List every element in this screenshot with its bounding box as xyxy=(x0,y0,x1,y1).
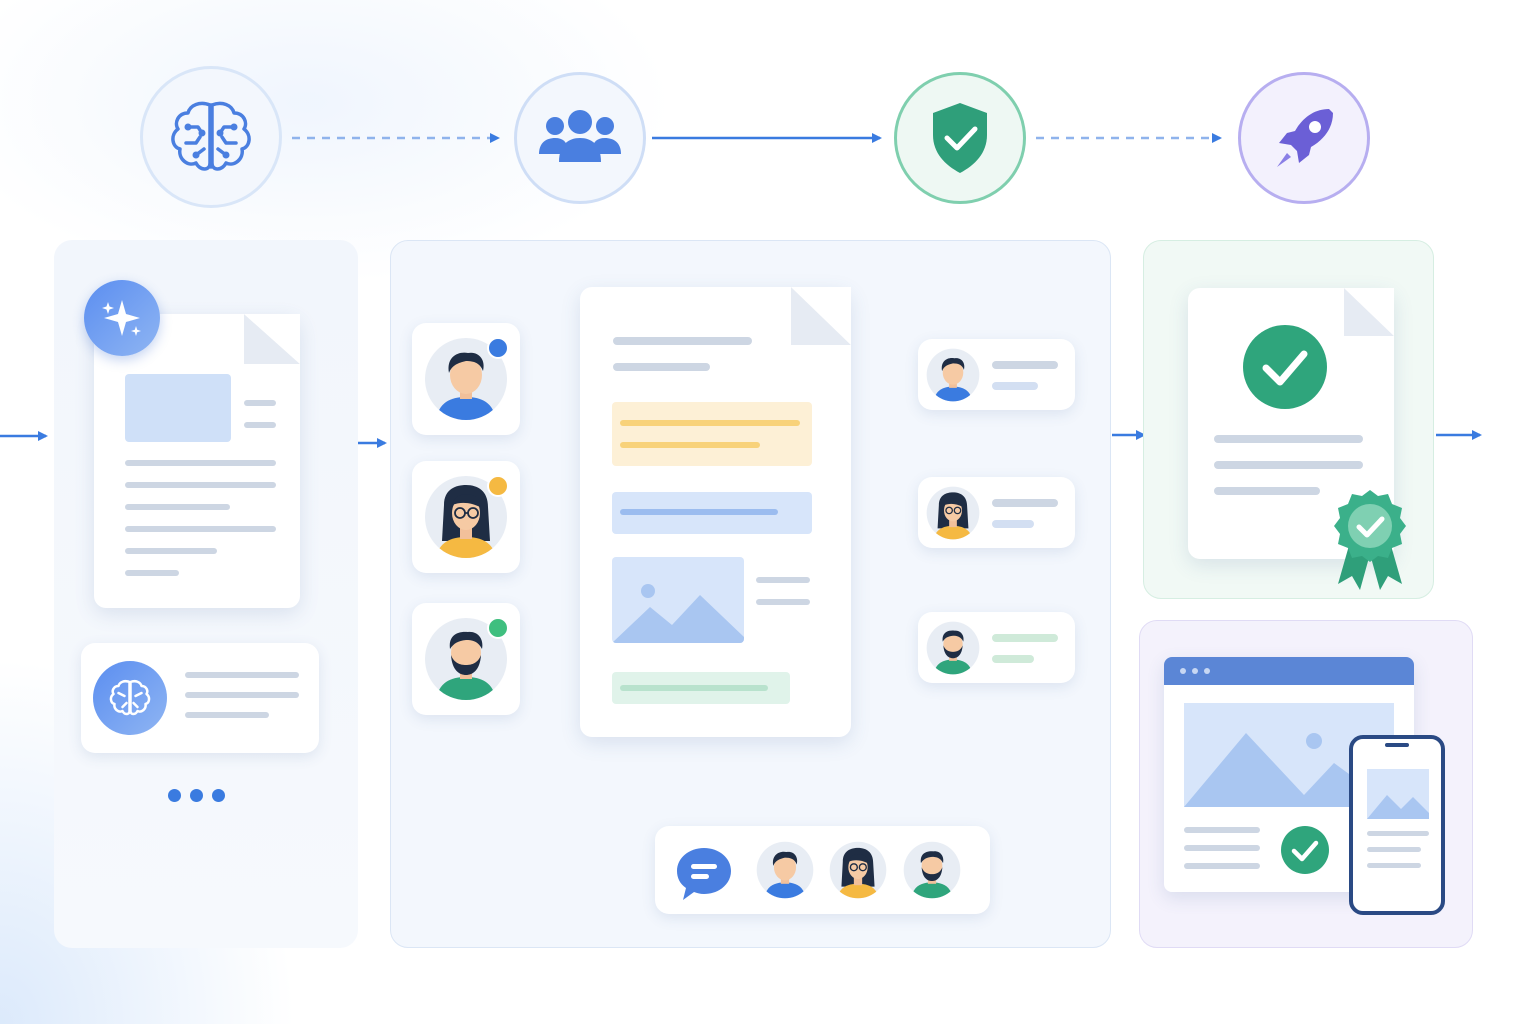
chat-bubble-icon xyxy=(677,848,731,900)
ai-brain-badge xyxy=(93,661,167,735)
text-line xyxy=(756,599,810,605)
window-dot xyxy=(1192,668,1198,674)
check-circle-icon xyxy=(1281,826,1329,874)
highlight-line xyxy=(620,442,760,448)
rocket-icon xyxy=(1277,109,1333,167)
text-line xyxy=(125,526,276,532)
text-line xyxy=(185,672,299,678)
avatar-bearded-man xyxy=(903,841,961,899)
discussion-bar[interactable] xyxy=(655,826,990,914)
text-line xyxy=(992,655,1034,663)
avatar-woman xyxy=(926,486,980,540)
pagination-dot[interactable] xyxy=(212,789,225,802)
text-line xyxy=(1184,827,1260,833)
text-line xyxy=(125,460,276,466)
stage-launch[interactable] xyxy=(1238,72,1370,204)
status-dot xyxy=(487,475,509,497)
text-line xyxy=(1367,831,1429,836)
landscape-icon xyxy=(1184,733,1394,807)
window-dot xyxy=(1204,668,1210,674)
browser-titlebar xyxy=(1164,657,1414,685)
avatar-man xyxy=(926,348,980,402)
highlight-green[interactable] xyxy=(612,672,790,704)
text-line xyxy=(613,337,752,345)
page-fold xyxy=(791,287,851,345)
text-line xyxy=(992,382,1038,390)
avatar-bearded-man xyxy=(926,621,980,675)
check-circle-icon xyxy=(1243,325,1327,409)
pagination-dots[interactable] xyxy=(168,789,232,803)
highlight-blue[interactable] xyxy=(612,492,812,534)
highlight-line xyxy=(620,685,768,691)
image-placeholder xyxy=(125,374,231,442)
text-line xyxy=(185,712,269,718)
text-line xyxy=(1214,461,1363,469)
text-line xyxy=(1367,847,1421,852)
text-line xyxy=(1214,487,1320,495)
text-line xyxy=(1184,863,1260,869)
text-line xyxy=(1367,863,1421,868)
reviewer-card-1[interactable] xyxy=(412,323,520,435)
highlight-line xyxy=(620,509,778,515)
page-fold xyxy=(1344,288,1394,336)
comment-card-3[interactable] xyxy=(918,612,1075,683)
text-line xyxy=(185,692,299,698)
status-dot xyxy=(487,337,509,359)
award-ribbon-icon xyxy=(1334,490,1406,590)
text-line xyxy=(992,499,1058,507)
text-line xyxy=(125,548,217,554)
text-line xyxy=(992,520,1034,528)
landscape-icon xyxy=(612,584,744,643)
shared-document[interactable] xyxy=(580,287,851,737)
phone-image xyxy=(1367,769,1429,819)
window-dot xyxy=(1180,668,1186,674)
text-line xyxy=(244,422,276,428)
status-dot xyxy=(487,617,509,639)
pagination-dot[interactable] xyxy=(190,789,203,802)
draft-document[interactable] xyxy=(94,314,300,608)
text-line xyxy=(125,482,276,488)
highlight-yellow[interactable] xyxy=(612,402,812,466)
text-line xyxy=(244,400,276,406)
text-line xyxy=(992,361,1058,369)
text-line xyxy=(992,634,1058,642)
chat-bubble-badge xyxy=(675,844,733,902)
brain-icon xyxy=(109,679,151,716)
pagination-dot[interactable] xyxy=(168,789,181,802)
ai-sparkle-badge xyxy=(84,280,160,356)
sparkle-icon xyxy=(102,300,141,336)
avatar-man xyxy=(425,338,507,420)
comment-card-1[interactable] xyxy=(918,339,1075,410)
reviewer-card-3[interactable] xyxy=(412,603,520,715)
page-fold xyxy=(244,314,300,364)
text-line xyxy=(1214,435,1363,443)
reviewer-card-2[interactable] xyxy=(412,461,520,573)
stage-approval[interactable] xyxy=(894,72,1026,204)
phone-notch xyxy=(1385,743,1409,747)
brain-icon xyxy=(171,101,251,171)
avatar-bearded-man xyxy=(425,618,507,700)
stage-collaboration[interactable] xyxy=(514,72,646,204)
landscape-icon xyxy=(1367,795,1429,819)
avatar-man xyxy=(756,841,814,899)
users-icon xyxy=(539,110,621,162)
mobile-device[interactable] xyxy=(1349,735,1445,915)
avatar-woman xyxy=(425,476,507,558)
text-line xyxy=(756,577,810,583)
shield-check-icon xyxy=(933,103,987,173)
ai-summary-card[interactable] xyxy=(81,643,319,753)
avatar-woman xyxy=(829,841,887,899)
stage-ai-draft[interactable] xyxy=(140,66,282,208)
text-line xyxy=(125,504,230,510)
text-line xyxy=(613,363,710,371)
highlight-line xyxy=(620,420,800,426)
text-line xyxy=(125,570,179,576)
text-line xyxy=(1184,845,1260,851)
comment-card-2[interactable] xyxy=(918,477,1075,548)
image-placeholder xyxy=(612,557,744,643)
